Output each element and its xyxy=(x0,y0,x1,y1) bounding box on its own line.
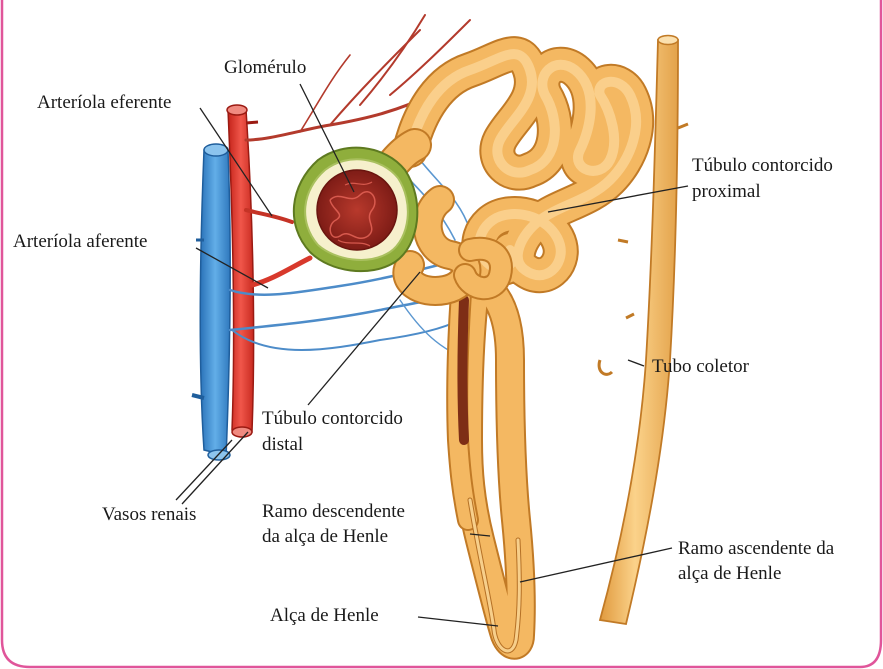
label-tubulo-distal-line2: distal xyxy=(262,434,303,456)
label-vasos-renais: Vasos renais xyxy=(102,504,196,526)
label-arteriola-aferente: Arteríola aferente xyxy=(13,231,148,253)
label-arteriola-eferente: Arteríola eferente xyxy=(37,92,172,114)
label-tubo-coletor: Tubo coletor xyxy=(652,356,749,378)
label-tubulo-proximal-line1: Túbulo contorcido xyxy=(692,155,833,177)
henle-loop xyxy=(407,200,520,651)
glomerulus xyxy=(294,148,418,271)
label-ramo-descendente-line2: da alça de Henle xyxy=(262,526,388,548)
renal-vein xyxy=(192,144,230,460)
label-ramo-ascendente-line1: Ramo ascendente da xyxy=(678,538,834,560)
label-glomerulo: Glomérulo xyxy=(224,57,306,79)
label-tubulo-proximal-line2: proximal xyxy=(692,181,761,203)
label-ramo-descendente-line1: Ramo descendente xyxy=(262,501,405,523)
label-ramo-ascendente-line2: alça de Henle xyxy=(678,563,781,585)
label-alca-de-henle: Alça de Henle xyxy=(270,605,379,627)
label-tubulo-distal-line1: Túbulo contorcido xyxy=(262,408,403,430)
